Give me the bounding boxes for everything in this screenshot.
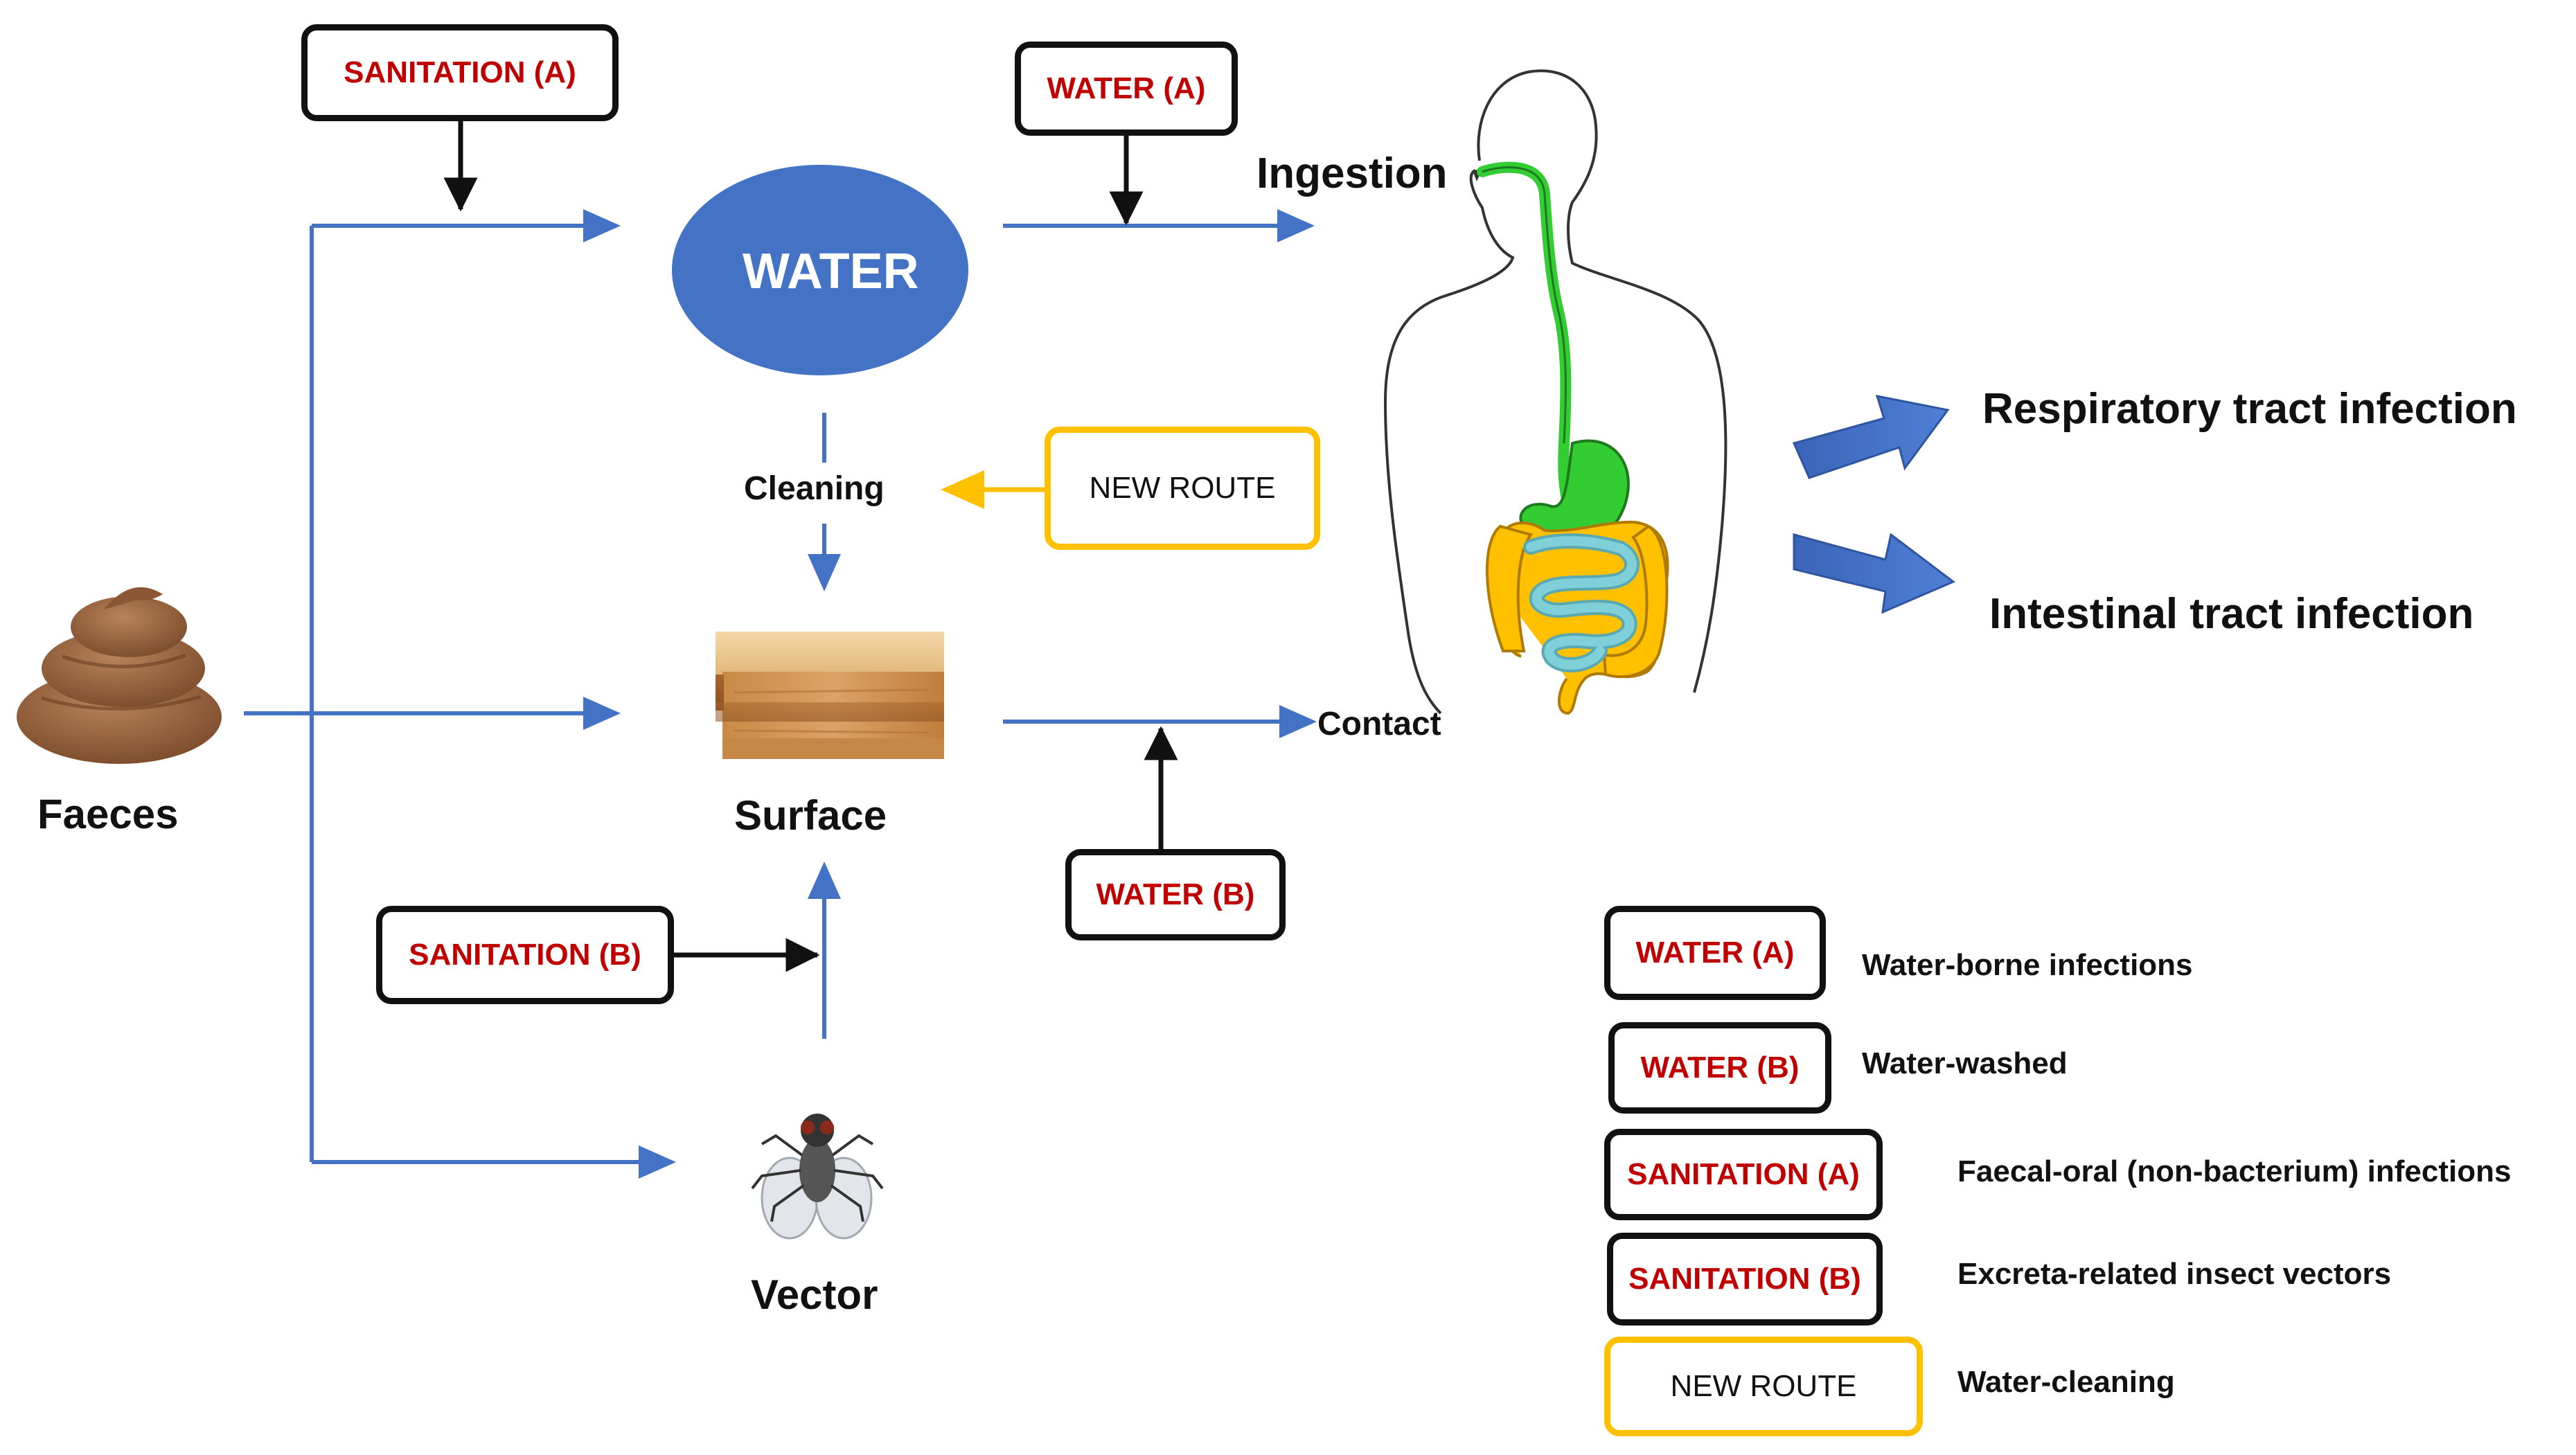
cleaning-label: Cleaning	[744, 470, 885, 507]
legend-desc-water-b: Water-washed	[1862, 1046, 2068, 1080]
flow-lines	[244, 209, 1317, 1179]
arrow-to-intestinal	[1793, 533, 1955, 614]
water-node	[672, 165, 968, 375]
legend-desc-new-route: Water-cleaning	[1957, 1365, 2175, 1399]
surface-label: Surface	[734, 792, 887, 839]
new-route-box: NEW ROUTE	[1045, 427, 1320, 550]
intestinal-outcome-label: Intestinal tract infection	[1989, 590, 2474, 638]
sanitation-b-box: SANITATION (B)	[376, 906, 674, 1004]
respiratory-outcome-label: Respiratory tract infection	[1982, 385, 2517, 433]
control-arrows	[443, 121, 1178, 972]
legend-key-sanitation-a: SANITATION (A)	[1604, 1129, 1883, 1220]
legend-desc-water-a: Water-borne infections	[1862, 948, 2193, 982]
legend-desc-sanitation-a: Faecal-oral (non-bacterium) infections	[1957, 1154, 2512, 1188]
outcome-arrows	[1792, 395, 1955, 614]
legend-key-sanitation-b: SANITATION (B)	[1607, 1233, 1883, 1325]
water-b-box: WATER (B)	[1065, 849, 1286, 940]
water-a-box: WATER (A)	[1015, 42, 1238, 136]
faeces-label: Faeces	[37, 791, 179, 837]
esophagus	[1477, 161, 1572, 504]
wood-surface-icon	[716, 632, 944, 759]
ingestion-label: Ingestion	[1256, 150, 1448, 197]
arrow-to-respiratory	[1792, 395, 1950, 479]
sanitation-a-box: SANITATION (A)	[301, 24, 619, 121]
legend-desc-sanitation-b: Excreta-related insect vectors	[1957, 1257, 2392, 1291]
water-node-label: WATER	[743, 244, 919, 299]
poop-icon	[17, 587, 222, 764]
body-outline	[1383, 69, 1727, 715]
legend-key-water-a: WATER (A)	[1604, 906, 1826, 1000]
fly-icon	[751, 1114, 884, 1240]
legend-key-new-route: NEW ROUTE	[1604, 1337, 1923, 1436]
legend-key-water-b: WATER (B)	[1608, 1022, 1831, 1114]
human-digestive-system-icon	[1383, 69, 1727, 715]
contact-label: Contact	[1317, 706, 1441, 742]
vector-label: Vector	[751, 1271, 878, 1318]
